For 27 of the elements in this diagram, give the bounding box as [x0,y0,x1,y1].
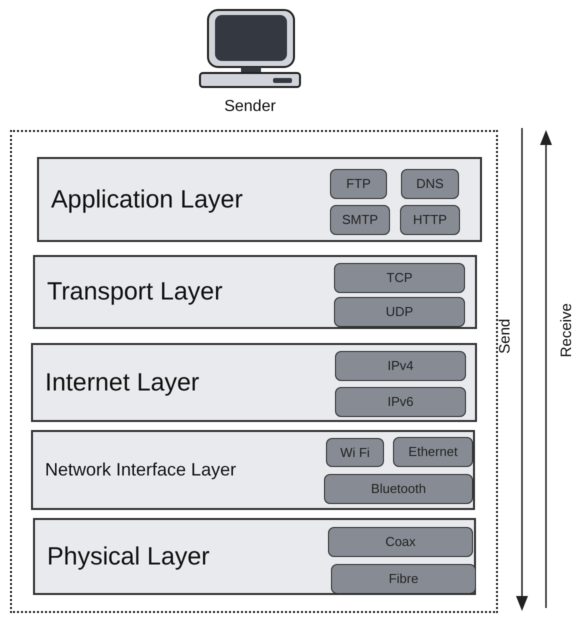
protocol-chip: Wi Fi [326,438,384,467]
protocol-chip: IPv4 [335,351,466,381]
dotted-frame [10,130,498,613]
layer-title: Network Interface Layer [45,458,236,482]
layer-box [31,430,475,510]
layer-box [37,157,482,242]
sender-label: Sender [223,97,277,117]
layer-box [33,255,477,329]
protocol-chip: Bluetooth [324,474,473,504]
protocol-chip: Ethernet [393,437,473,467]
send-label: Send [496,318,515,354]
receive-label: Receive [556,302,576,358]
layer-title: Transport Layer [47,276,223,308]
layer-box [33,518,476,595]
protocol-chip: HTTP [400,205,460,235]
protocol-chip: TCP [334,263,465,293]
protocol-chip: FTP [330,169,387,199]
layer-title: Physical Layer [47,540,210,572]
protocol-chip: SMTP [330,205,390,235]
layer-title: Application Layer [51,184,243,215]
protocol-chip: IPv6 [335,387,466,417]
protocol-chip: Coax [328,527,473,557]
layer-box [31,343,477,422]
protocol-chip: Fibre [331,564,476,594]
layer-title: Internet Layer [45,366,200,398]
protocol-chip: UDP [334,297,465,327]
protocol-chip: DNS [401,169,459,199]
